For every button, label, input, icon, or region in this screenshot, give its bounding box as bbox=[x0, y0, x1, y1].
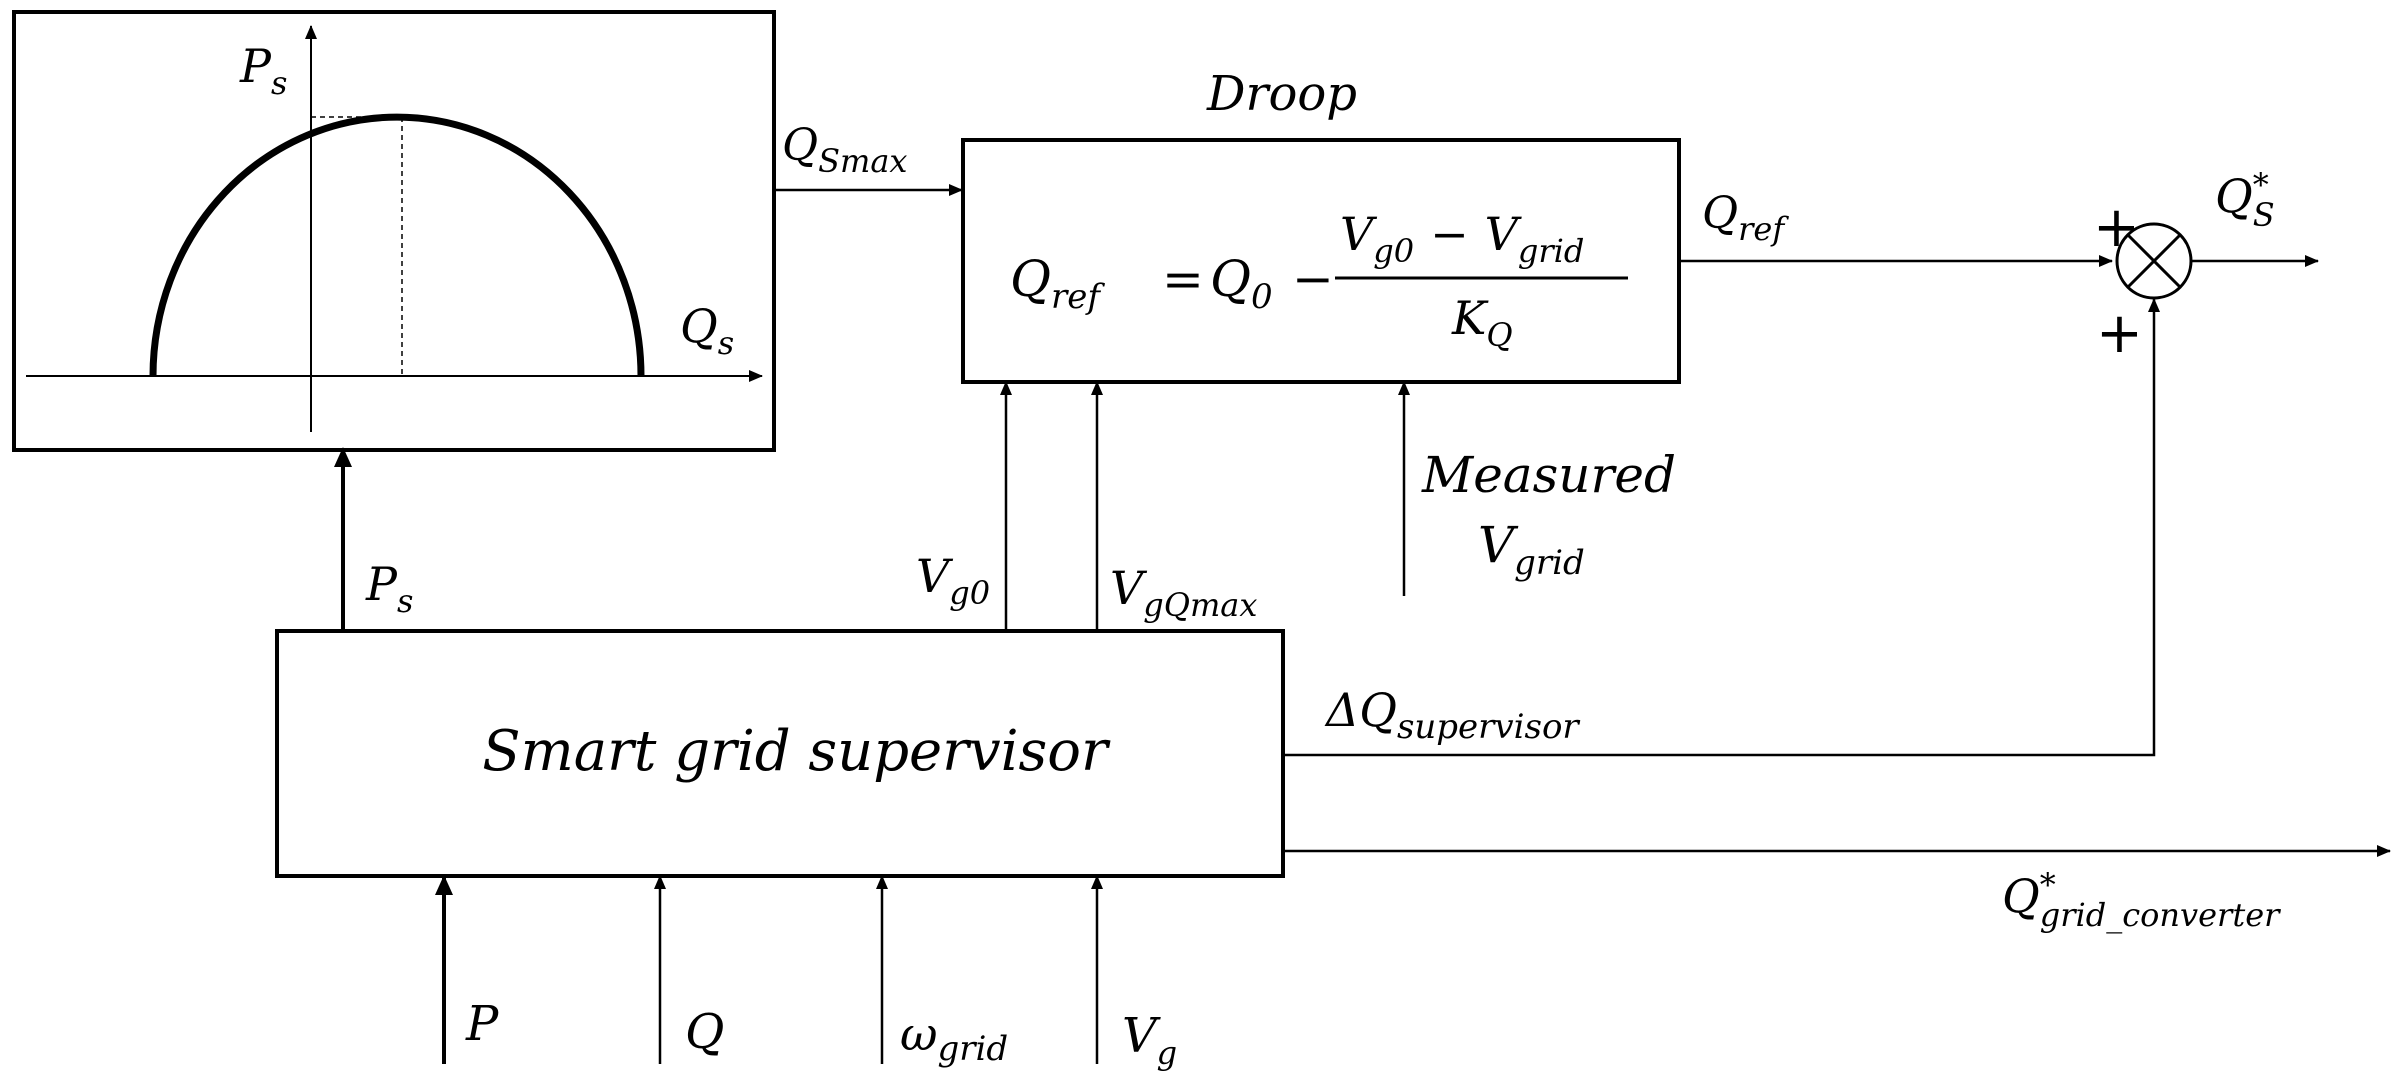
delta-q-supervisor-path bbox=[1283, 298, 2160, 757]
delta-q-supervisor-label: ΔQsupervisor bbox=[1324, 683, 1580, 747]
qref-label: Qref bbox=[1702, 188, 1789, 248]
q-grid-converter-label: Q*grid_converter bbox=[2002, 866, 2281, 934]
input-p-label: P bbox=[465, 996, 499, 1052]
equation-minus: − bbox=[1292, 250, 1334, 308]
equation-denominator: KQ bbox=[1451, 291, 1513, 354]
pq-x-axis-label: Qs bbox=[680, 299, 734, 362]
qsmax-label: QSmax bbox=[782, 120, 907, 180]
qs-star-label: Q*S bbox=[2215, 166, 2275, 234]
pq-capability-curve bbox=[149, 113, 645, 377]
vg0-label: Vg0 bbox=[916, 549, 990, 612]
pq-capability-block bbox=[12, 10, 776, 452]
vgqmax-label: VgQmax bbox=[1110, 561, 1257, 624]
droop-title: Droop bbox=[1206, 66, 1357, 122]
pq-y-axis-label: Ps bbox=[239, 39, 287, 102]
supervisor-block bbox=[275, 629, 1285, 878]
supervisor-label: Smart grid supervisor bbox=[482, 719, 1111, 784]
equation-q0: Q0 bbox=[1210, 250, 1273, 317]
measured-vgrid-label: Vgrid bbox=[1478, 516, 1585, 583]
ps-label: Ps bbox=[365, 557, 413, 620]
input-omega-label: ωgrid bbox=[900, 1007, 1008, 1069]
summer-plus-left: + bbox=[2093, 195, 2140, 260]
input-q-label: Q bbox=[685, 1004, 724, 1060]
summer-plus-bottom: + bbox=[2096, 301, 2143, 366]
equation-equals: = bbox=[1162, 250, 1204, 308]
equation-lhs: Qref bbox=[1010, 250, 1105, 317]
equation-numerator: Vg0−Vgrid bbox=[1340, 207, 1584, 270]
input-vg-label: Vg bbox=[1122, 1008, 1177, 1072]
measured-label: Measured bbox=[1421, 446, 1676, 504]
